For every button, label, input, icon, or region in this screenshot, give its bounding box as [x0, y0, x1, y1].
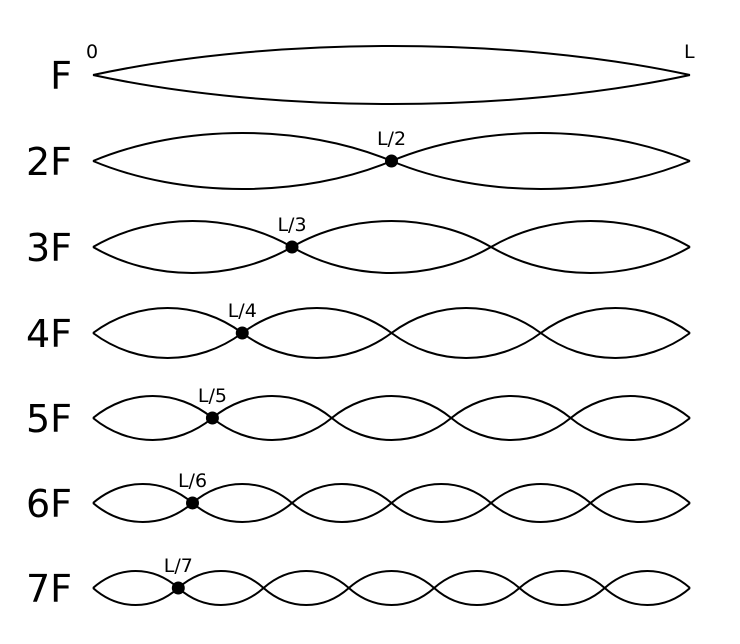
node-position-label: L/6	[178, 470, 207, 492]
string-start-label: 0	[86, 41, 98, 63]
wave-envelope-upper	[92, 570, 691, 606]
node-marker	[186, 496, 199, 510]
node-position-label: L/3	[277, 214, 306, 236]
node-marker	[285, 240, 299, 254]
wave-envelope-lower	[92, 395, 691, 441]
harmonic-rows: F 2F L/2 3F L/3 4F L/4 5F L/5 6F L/6 7F L/7	[26, 45, 691, 611]
wave-envelope-upper	[92, 395, 691, 441]
node-marker	[171, 581, 185, 595]
wave-envelope-lower	[92, 570, 691, 606]
harmonic-row: 6F L/6	[26, 470, 691, 526]
wave-envelope-upper	[92, 220, 691, 274]
node-marker	[235, 326, 249, 340]
harmonic-label: 5F	[26, 397, 72, 441]
harmonic-label: 7F	[26, 567, 72, 611]
node-position-label: L/5	[198, 385, 227, 407]
harmonic-label: 6F	[26, 482, 72, 526]
harmonic-row: 4F L/4	[26, 300, 691, 359]
node-position-label: L/4	[228, 300, 257, 322]
harmonic-label: 3F	[26, 226, 72, 270]
harmonic-row: F	[50, 45, 691, 105]
wave-envelope-lower	[92, 74, 691, 105]
node-position-label: L/7	[164, 555, 193, 577]
harmonic-row: 5F L/5	[26, 385, 691, 441]
node-marker	[385, 154, 398, 168]
node-marker	[205, 411, 219, 425]
string-end-label: L	[684, 41, 695, 63]
wave-envelope-lower	[92, 220, 691, 274]
harmonic-row: 2F L/2	[26, 128, 691, 190]
harmonic-label: 4F	[26, 312, 72, 356]
harmonic-row: 7F L/7	[26, 555, 691, 611]
node-position-label: L/2	[377, 128, 406, 150]
harmonic-row: 3F L/3	[26, 214, 691, 274]
wave-envelope-upper	[92, 45, 691, 76]
wave-envelope-lower	[92, 307, 691, 359]
harmonic-label: F	[50, 54, 72, 98]
harmonic-label: 2F	[26, 140, 72, 184]
